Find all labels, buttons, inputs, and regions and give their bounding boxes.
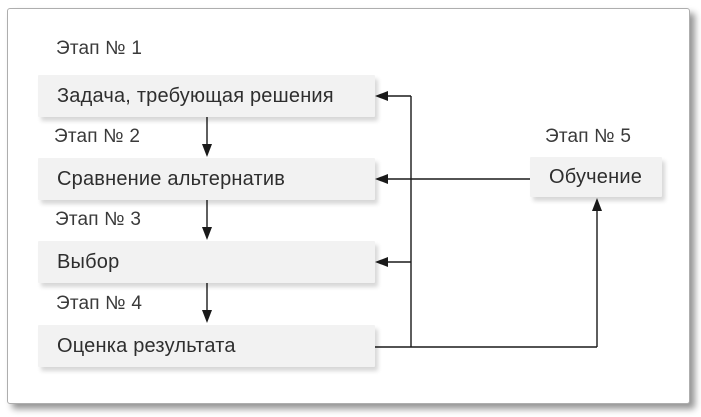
stage-1-box-text: Задача, требующая решения <box>57 84 334 107</box>
stage-2-label: Этап № 2 <box>54 126 141 147</box>
stage-2-box-text: Сравнение альтернатив <box>57 167 286 190</box>
stage-1-box-task: Задача, требующая решения <box>38 75 375 117</box>
stage-5-box-learning: Обучение <box>530 157 662 197</box>
stage-5-box-text: Обучение <box>549 165 643 188</box>
stage-4-box-evaluation: Оценка результата <box>38 325 375 367</box>
stage-4-label: Этап № 4 <box>56 293 143 314</box>
stage-4-box-text: Оценка результата <box>57 334 236 357</box>
stage-1-label: Этап № 1 <box>56 38 143 59</box>
stage-2-box-comparison: Сравнение альтернатив <box>38 158 375 200</box>
stage-5-label: Этап № 5 <box>545 126 632 147</box>
stage-3-box-choice: Выбор <box>38 241 375 283</box>
stage-3-box-text: Выбор <box>57 250 120 273</box>
stage-3-label: Этап № 3 <box>55 209 142 230</box>
